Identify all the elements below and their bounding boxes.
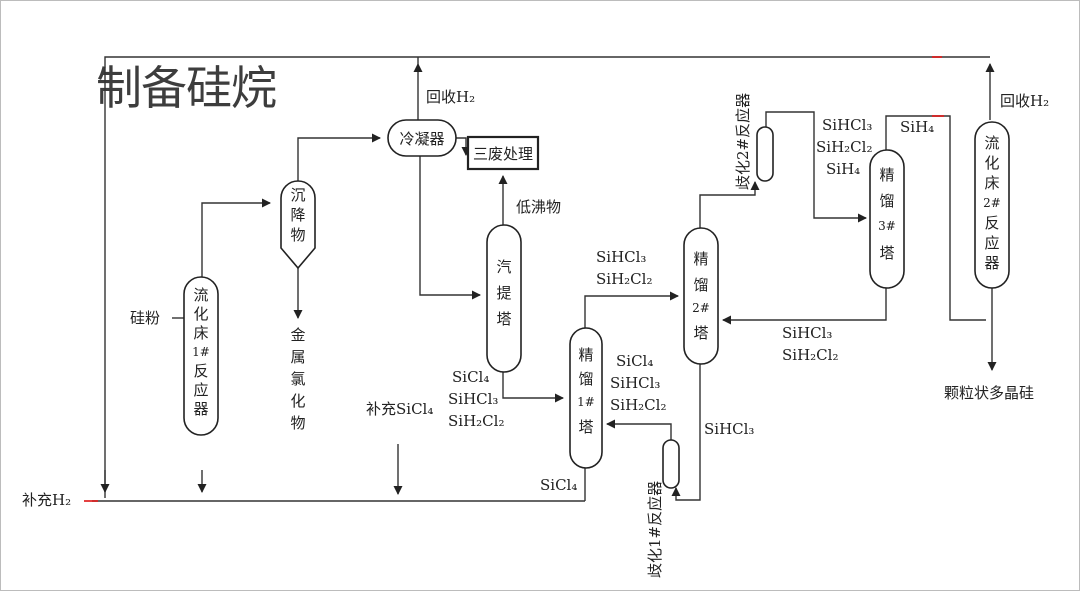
dist1-inlet-label: SiCl₄ SiHCl₃ SiH₂Cl₂ — [610, 352, 666, 414]
fbr1-label: 流 化 床 1# 反 应 器 — [192, 286, 210, 418]
svg-text:精: 精 — [578, 346, 593, 364]
svg-text:SiH₂Cl₂: SiH₂Cl₂ — [782, 346, 838, 364]
svg-text:器: 器 — [193, 400, 208, 418]
page-title: 制备硅烷 — [96, 61, 277, 115]
svg-text:2#: 2# — [983, 196, 1001, 210]
distillation-column-1 — [569, 327, 603, 469]
fluidized-bed-reactor-2 — [974, 121, 1010, 289]
svg-text:流: 流 — [193, 286, 208, 304]
h2-recycle-top-line — [104, 56, 990, 498]
fbr2-label: 流 化 床 2# 反 应 器 — [983, 134, 1001, 272]
svg-text:塔: 塔 — [693, 324, 708, 342]
svg-text:流: 流 — [984, 134, 999, 152]
svg-text:反: 反 — [193, 362, 208, 380]
settler — [280, 180, 316, 270]
condenser — [387, 119, 457, 157]
stripper-column — [486, 224, 522, 373]
svg-text:SiCl₄: SiCl₄ — [616, 352, 653, 370]
svg-text:金: 金 — [290, 326, 305, 344]
svg-text:SiCl₄: SiCl₄ — [452, 368, 489, 386]
svg-text:SiHCl₃: SiHCl₃ — [822, 116, 872, 134]
dist2-bottom-label: SiHCl₃ — [704, 420, 754, 438]
recycle-h2-label-1: 回收H₂ — [426, 88, 475, 106]
svg-text:降: 降 — [290, 206, 305, 224]
svg-text:SiH₂Cl₂: SiH₂Cl₂ — [610, 396, 666, 414]
svg-text:床: 床 — [984, 174, 999, 192]
dist1-bottom-label: SiCl₄ — [540, 476, 577, 494]
dist3-top-label: SiH₄ — [900, 118, 934, 136]
svg-text:SiH₄: SiH₄ — [826, 160, 860, 178]
svg-text:1#: 1# — [192, 345, 210, 359]
svg-text:精: 精 — [693, 250, 708, 268]
dist3-bottom-label: SiHCl₃ SiH₂Cl₂ — [782, 324, 838, 364]
low-boilers-label: 低沸物 — [516, 198, 561, 216]
svg-text:SiHCl₃: SiHCl₃ — [610, 374, 660, 392]
svg-text:2#: 2# — [692, 301, 710, 315]
fluidized-bed-reactor-1 — [183, 276, 219, 436]
redist2-outlet-label: SiHCl₃ SiH₂Cl₂ SiH₄ — [816, 116, 872, 178]
redistribution-reactor-2 — [756, 126, 774, 182]
stripper-label: 汽 提 塔 — [496, 258, 511, 328]
svg-text:SiH₂Cl₂: SiH₂Cl₂ — [816, 138, 872, 156]
svg-text:沉: 沉 — [290, 186, 305, 204]
makeup-h2-label: 补充H₂ — [22, 491, 71, 509]
svg-text:SiHCl₃: SiHCl₃ — [596, 248, 646, 266]
distillation-column-2 — [683, 227, 719, 365]
distillation-column-3 — [869, 149, 905, 289]
redist-reactor-1-label: 歧化1#反应器 — [646, 481, 664, 578]
svg-text:馏: 馏 — [693, 276, 708, 294]
svg-text:属: 属 — [290, 348, 305, 366]
svg-text:化: 化 — [290, 392, 305, 410]
settler-label: 沉 降 物 — [290, 186, 305, 244]
svg-text:化: 化 — [984, 154, 999, 172]
condenser-label: 冷凝器 — [399, 130, 444, 148]
stripper-outlet-label: SiCl₄ SiHCl₃ SiH₂Cl₂ — [448, 368, 504, 430]
svg-text:3#: 3# — [878, 219, 896, 233]
svg-text:SiHCl₃: SiHCl₃ — [448, 390, 498, 408]
waste-treatment — [466, 135, 540, 171]
svg-text:提: 提 — [496, 284, 511, 302]
svg-text:器: 器 — [984, 254, 999, 272]
redist-reactor-2-label: 歧化2#反应器 — [734, 93, 752, 190]
product-label: 颗粒状多晶硅 — [944, 384, 1034, 402]
redistribution-reactor-1 — [662, 439, 680, 489]
svg-text:汽: 汽 — [496, 258, 511, 276]
dist2-label: 精 馏 2# 塔 — [692, 250, 710, 342]
dist1-label: 精 馏 1# 塔 — [577, 346, 595, 436]
svg-text:塔: 塔 — [578, 418, 593, 436]
svg-text:反: 反 — [984, 214, 999, 232]
svg-text:SiH₂Cl₂: SiH₂Cl₂ — [596, 270, 652, 288]
dist3-label: 精 馏 3# 塔 — [878, 166, 896, 262]
svg-text:床: 床 — [193, 324, 208, 342]
svg-text:化: 化 — [193, 305, 208, 323]
recycle-h2-label-2: 回收H₂ — [1000, 92, 1049, 110]
waste-label: 三废处理 — [473, 145, 533, 163]
svg-text:塔: 塔 — [879, 244, 894, 262]
dist2-top-label: SiHCl₃ SiH₂Cl₂ — [596, 248, 652, 288]
silicon-powder-label: 硅粉 — [130, 309, 160, 327]
svg-text:应: 应 — [193, 381, 208, 399]
svg-text:SiHCl₃: SiHCl₃ — [782, 324, 832, 342]
svg-text:SiH₂Cl₂: SiH₂Cl₂ — [448, 412, 504, 430]
svg-text:1#: 1# — [577, 395, 595, 409]
svg-text:精: 精 — [879, 166, 894, 184]
svg-text:应: 应 — [984, 234, 999, 252]
svg-text:馏: 馏 — [578, 370, 593, 388]
svg-text:物: 物 — [290, 226, 305, 244]
svg-text:塔: 塔 — [496, 310, 511, 328]
metal-chloride-label: 金 属 氯 化 物 — [290, 326, 305, 432]
makeup-sicl4-label: 补充SiCl₄ — [366, 400, 433, 418]
svg-text:馏: 馏 — [879, 192, 894, 210]
svg-text:氯: 氯 — [290, 370, 305, 388]
svg-text:物: 物 — [290, 414, 305, 432]
